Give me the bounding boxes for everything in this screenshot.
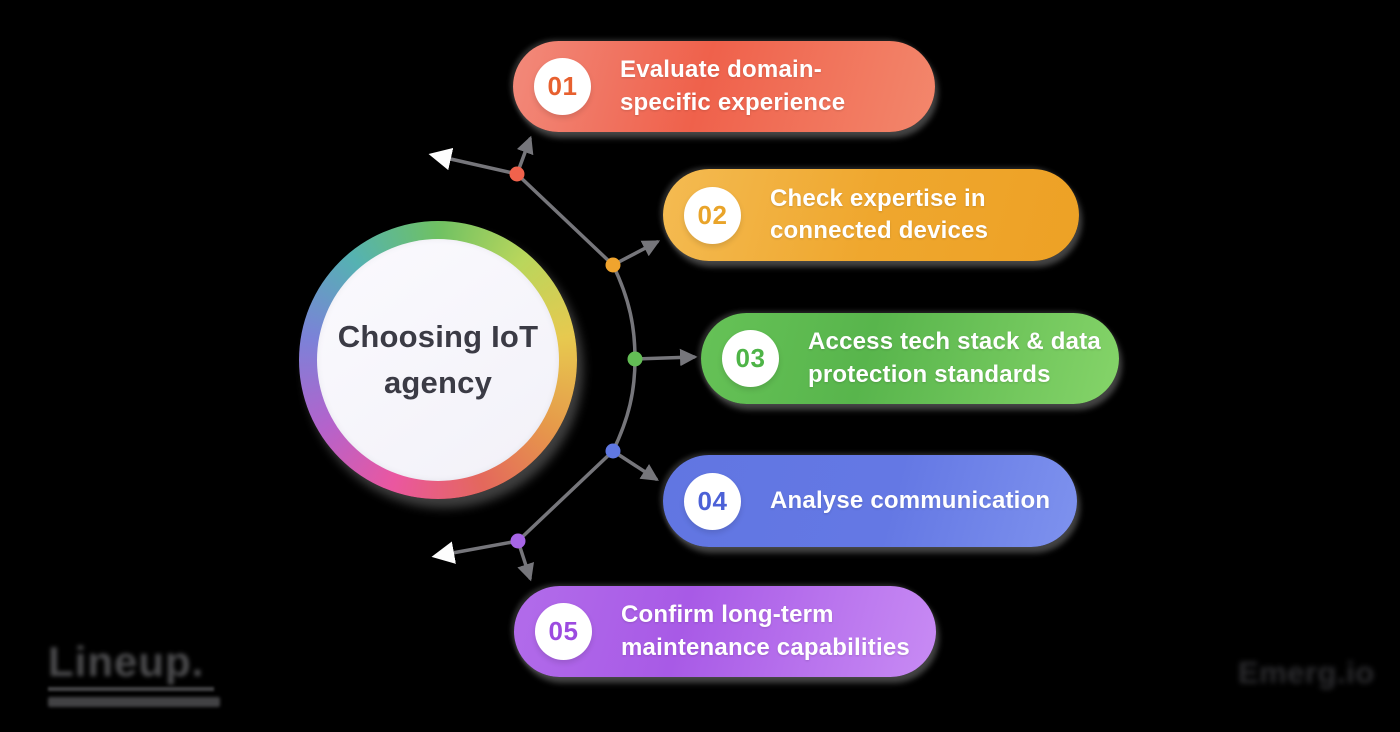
step-label-1: Evaluate domain- specific experience: [620, 56, 846, 116]
connector-dot-2: [605, 257, 621, 273]
brand-logo-text-left: Lineup.: [48, 638, 205, 685]
step-pill-5: 05 Confirm long-term maintenance capabil…: [514, 586, 936, 677]
step-number-4: 04: [697, 485, 728, 516]
brand-wordmark-left: Lineup.: [48, 638, 220, 707]
step-number-badge-2: 02: [684, 186, 741, 244]
connector-dot-5: [510, 533, 526, 549]
step-pill-1: 01 Evaluate domain- specific experience: [513, 41, 935, 132]
step-number-2: 02: [697, 199, 728, 230]
step-number-badge-4: 04: [684, 472, 741, 530]
step-number-badge-3: 03: [722, 330, 779, 387]
step-number-5: 05: [548, 616, 579, 646]
brand-tagline-bar: [48, 697, 220, 707]
connector-dot-3: [627, 351, 643, 367]
connector-branch-2: [611, 240, 661, 267]
step-label-2: Check expertise in connected devices: [770, 184, 989, 244]
connector-branch-4: [611, 449, 659, 481]
diagram-title: Choosing IoT agency: [337, 319, 539, 400]
connector-branch-3: [633, 348, 698, 367]
brand-logo-text-right: Emerg.io: [1238, 655, 1375, 690]
brand-wordmark-right: Emerg.io: [1238, 655, 1375, 691]
step-pill-2: 02 Check expertise in connected devices: [663, 169, 1079, 261]
step-pill-4: 04 Analyse communication: [663, 455, 1077, 547]
step-pill-3: 03 Access tech stack & data protection s…: [701, 313, 1119, 404]
connector-dot-4: [605, 443, 621, 459]
brand-underline: [48, 687, 214, 691]
central-circle-face: Choosing IoT agency: [317, 239, 559, 481]
step-number-badge-5: 05: [535, 603, 592, 660]
central-circle: Choosing IoT agency: [299, 221, 577, 499]
step-label-3: Access tech stack & data protection stan…: [808, 328, 1101, 388]
step-label-5: Confirm long-term maintenance capabiliti…: [621, 601, 910, 661]
step-number-badge-1: 01: [534, 58, 591, 115]
connector-dot-1: [509, 166, 525, 182]
step-number-3: 03: [735, 343, 766, 373]
step-label-4: Analyse communication: [770, 486, 1051, 514]
step-number-1: 01: [547, 71, 578, 101]
